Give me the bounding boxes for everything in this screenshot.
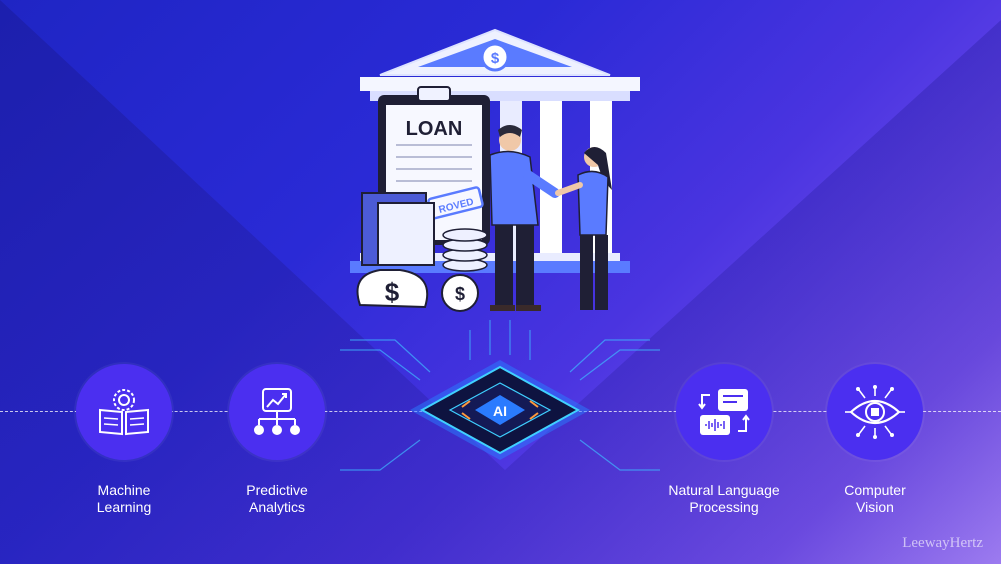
brand-watermark: LeewayHertz xyxy=(902,535,983,551)
feature-circle xyxy=(676,364,772,460)
loan-sign: LOAN xyxy=(406,118,463,140)
eye-chip-icon xyxy=(845,385,905,439)
feature-machine-learning: Machine Learning xyxy=(54,364,194,516)
feature-label: Computer Vision xyxy=(844,482,906,515)
feature-label: Machine Learning xyxy=(96,482,152,515)
feature-circle xyxy=(827,364,923,460)
analytics-chart-icon xyxy=(254,388,300,435)
feature-nlp: Natural Language Processing xyxy=(654,364,794,516)
bag-dollar-icon: $ xyxy=(385,277,400,307)
feature-circle xyxy=(76,364,172,460)
coin-dollar-icon: $ xyxy=(455,284,465,304)
chip-label: AI xyxy=(493,403,507,419)
feature-predictive-analytics: Predictive Analytics xyxy=(207,364,347,516)
feature-label: Natural Language Processing xyxy=(668,482,780,515)
ai-chip: AI xyxy=(410,360,590,460)
bank-dollar-icon: $ xyxy=(491,50,500,67)
money-bag xyxy=(356,269,429,309)
chat-bubbles-icon xyxy=(698,389,750,435)
loan-illustration: $ xyxy=(350,28,640,312)
businesswoman xyxy=(555,147,612,310)
feature-label: Predictive Analytics xyxy=(246,482,308,515)
businessman xyxy=(489,125,560,311)
feature-circle xyxy=(229,364,325,460)
book-gear-icon xyxy=(99,389,149,436)
feature-computer-vision: Computer Vision xyxy=(805,364,945,516)
